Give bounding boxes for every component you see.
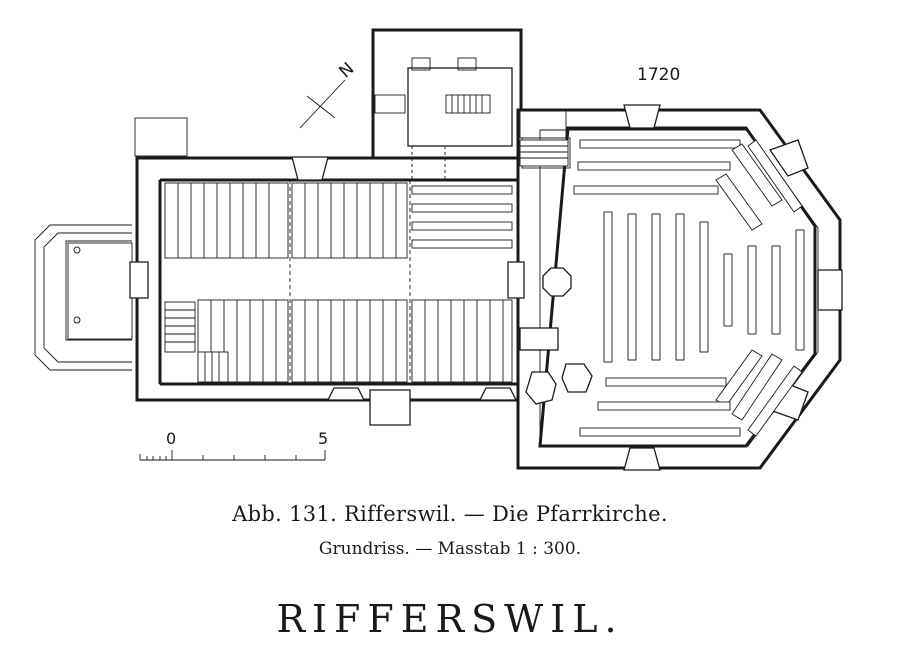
scale-start-label: 0 [166, 429, 176, 448]
church-floor-plan: N 1720 0 5 [34, 28, 843, 471]
nave-pews-south [197, 299, 513, 383]
north-label: N [336, 59, 359, 82]
date-label: 1720 [637, 65, 680, 85]
north-arrow: N [299, 59, 359, 129]
place-name: RIFFERSWIL. [276, 597, 624, 641]
pulpit [519, 327, 593, 405]
choir-pews-north [573, 139, 741, 195]
choir-pews-center [603, 211, 781, 363]
choir-stairs [519, 139, 569, 167]
scale-end-label: 5 [318, 429, 328, 448]
southwest-stair [164, 301, 229, 383]
gallery-dashed-lines [289, 180, 411, 384]
figure-subcaption: Grundriss. — Masstab 1 : 300. [318, 539, 582, 559]
choir-pews-diagonal [715, 139, 805, 437]
nave-pews-northeast [411, 185, 513, 249]
west-porch [34, 224, 133, 371]
baptismal-font [542, 267, 572, 297]
scale-bar: 0 5 [139, 429, 328, 461]
tower [371, 28, 523, 180]
figure-caption: Abb. 131. Rifferswil. — Die Pfarrkirche. [232, 502, 668, 526]
nave-pews-northwest [164, 182, 408, 259]
choir-pews-south [579, 377, 741, 437]
window-niches [129, 104, 843, 471]
annex-northwest [134, 117, 188, 157]
